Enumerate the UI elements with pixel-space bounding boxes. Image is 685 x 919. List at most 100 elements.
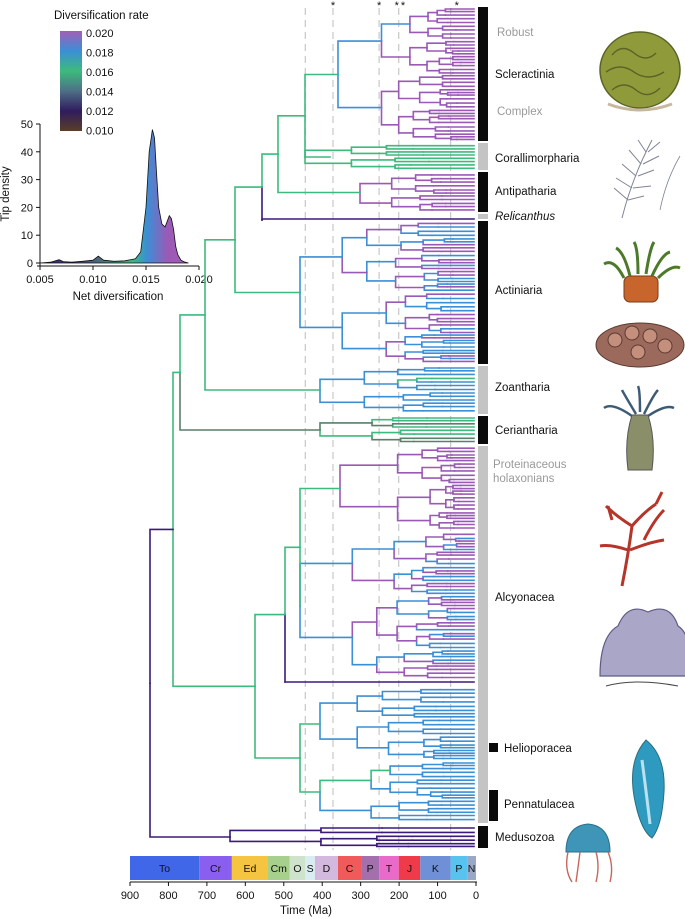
branch [439, 738, 450, 742]
branch [439, 736, 450, 741]
branch [426, 674, 443, 679]
branch [398, 801, 430, 808]
branch [426, 665, 438, 669]
branch [436, 283, 449, 287]
period-C [337, 856, 362, 880]
branch [398, 817, 428, 821]
branch [436, 319, 452, 323]
branch [385, 146, 414, 150]
branch [434, 127, 450, 132]
branch [446, 617, 457, 621]
branch [149, 682, 231, 838]
branch [422, 719, 440, 724]
branch [429, 394, 444, 398]
branch [417, 232, 433, 237]
branch [234, 239, 301, 294]
branch [441, 651, 449, 655]
asterisk: * [395, 0, 400, 12]
time-axis-title: Time (Ma) [280, 905, 332, 917]
branch [390, 197, 421, 204]
branch [419, 205, 433, 211]
branch [426, 64, 441, 72]
branch [423, 275, 439, 281]
label-alcyonacea: Alcyonacea [495, 592, 555, 604]
branch [436, 622, 450, 625]
time-tick-label: 600 [236, 890, 254, 902]
label-scleractinia: Scleractinia [495, 69, 555, 81]
time-tick-label: 500 [275, 890, 293, 902]
branch [149, 528, 174, 684]
branch [442, 544, 458, 548]
branch [443, 239, 454, 243]
period-P [450, 856, 468, 880]
branch [414, 188, 435, 192]
colorbar-tick-label: 0.016 [86, 67, 114, 79]
branch [418, 97, 441, 104]
branch [351, 562, 395, 582]
branch [403, 653, 434, 658]
branch [433, 189, 447, 192]
branch [320, 827, 383, 832]
branch [442, 632, 453, 636]
branch [391, 418, 428, 422]
branch [440, 464, 456, 469]
branch [319, 389, 366, 404]
label-ceriantharia: Ceriantharia [495, 425, 558, 437]
branch [440, 595, 454, 599]
branch [434, 126, 450, 130]
branch [427, 801, 443, 806]
branch [440, 329, 451, 334]
branch [429, 519, 440, 526]
branch [414, 177, 433, 182]
branch [445, 40, 455, 44]
clade-labels: Robust Scleractinia Complex Corallimorph… [493, 27, 580, 844]
density-ytick-label: 20 [21, 202, 33, 214]
branch [398, 805, 430, 811]
period-K [420, 856, 451, 880]
branch [428, 110, 440, 115]
branch [415, 623, 439, 628]
branch [370, 809, 400, 819]
branch [412, 127, 437, 134]
branch [441, 795, 450, 799]
branch [445, 42, 455, 46]
branch [363, 378, 399, 385]
branch [398, 814, 428, 819]
branch [396, 370, 426, 376]
branch [441, 27, 457, 31]
branch [434, 136, 452, 140]
branch [428, 313, 439, 319]
branch [376, 835, 414, 840]
branch [425, 295, 444, 300]
branch [413, 714, 430, 718]
branch [391, 417, 428, 421]
branch [421, 453, 439, 459]
branch [421, 773, 445, 778]
branch [370, 805, 400, 812]
branch [410, 569, 424, 575]
colorbar-tick-label: 0.020 [86, 28, 114, 40]
asterisk: * [401, 0, 406, 12]
branch [366, 228, 402, 239]
branch [422, 566, 437, 572]
branch [438, 512, 448, 517]
branch [366, 260, 397, 274]
branch [299, 757, 321, 793]
branch [396, 368, 426, 373]
branch [429, 514, 440, 522]
density-ytick-label: 0 [27, 258, 33, 270]
branch [442, 339, 451, 343]
branch [440, 474, 450, 479]
time-tick-label: 900 [121, 890, 139, 902]
branch [428, 324, 442, 330]
period-label: P [455, 863, 462, 875]
branch [428, 109, 440, 113]
branch [380, 40, 411, 58]
branch [436, 11, 447, 16]
branch [387, 726, 424, 733]
branch [396, 464, 423, 474]
label-holaxonians: holaxonians [493, 473, 555, 485]
branch [439, 745, 452, 749]
branch [341, 326, 387, 350]
branch [426, 589, 447, 593]
